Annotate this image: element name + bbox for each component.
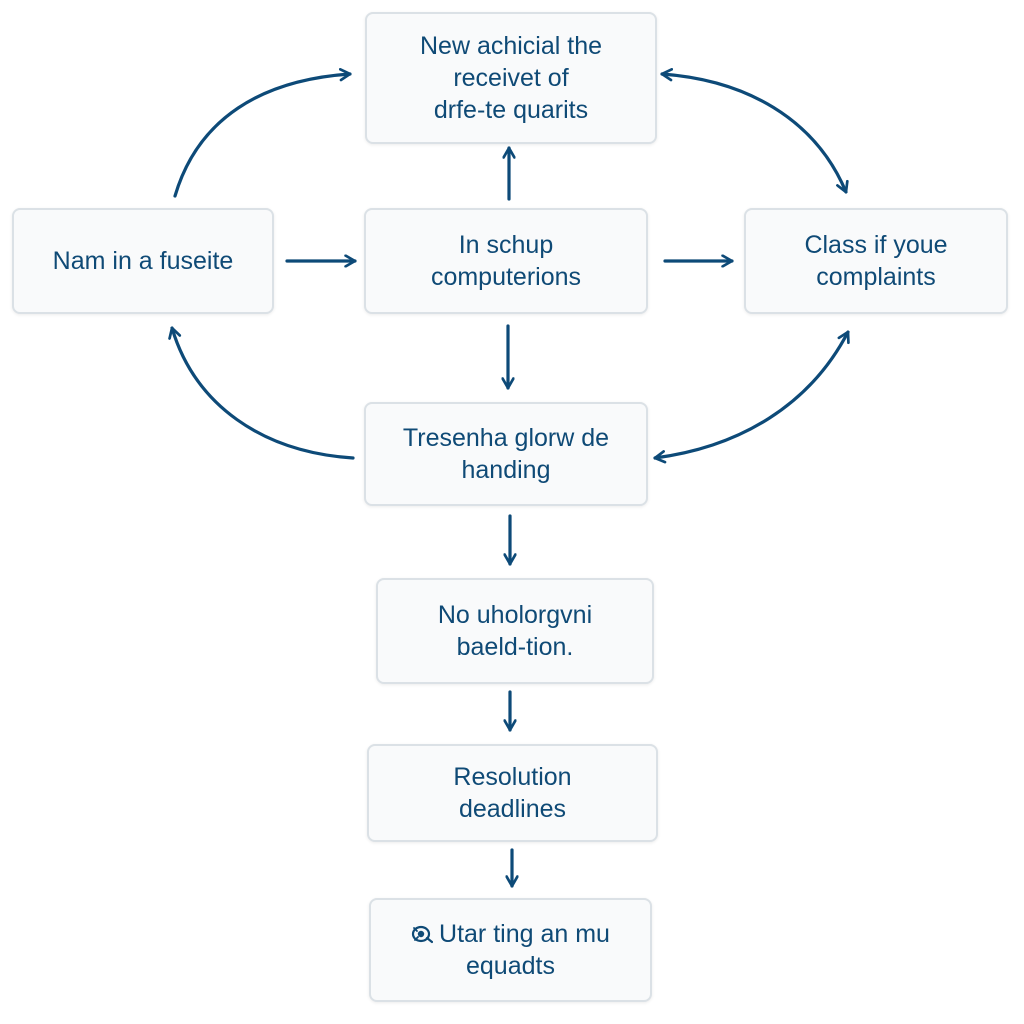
- node-text-line: Resolution: [453, 763, 572, 791]
- arrow-left-to-top: [173, 67, 352, 198]
- node-text-line: computerions: [430, 263, 582, 291]
- arrow-middle-to-left: [168, 326, 355, 460]
- node-text-line: Utar ting an mu: [411, 918, 610, 950]
- node-nam-in-a-fuseite: Nam in a fuseite: [12, 208, 274, 314]
- node-text-line: receivet of: [453, 64, 569, 92]
- node-text-line: Nam in a fuseite: [52, 247, 234, 275]
- node-text-line: deadlines: [458, 795, 566, 823]
- node-utar-ting: Utar ting an mu equadts: [369, 898, 652, 1002]
- arrow-top-right-double: [660, 67, 849, 194]
- node-text-line: complaints: [816, 263, 936, 291]
- node-text-line: drfe-te quarits: [433, 96, 589, 124]
- node-resolution-deadlines: Resolution deadlines: [367, 744, 658, 842]
- node-text-line: New achicial the: [419, 32, 603, 60]
- node-tresenha-glorw: Tresenha glorw de handing: [364, 402, 648, 506]
- node-text-line: handing: [461, 456, 551, 484]
- node-text-content: Utar ting an mu: [439, 920, 610, 948]
- node-text-line: baeld-tion.: [456, 633, 574, 661]
- node-text-line: equadts: [466, 952, 555, 980]
- node-text-line: Tresenha glorw de: [402, 424, 610, 452]
- node-new-achicial: New achicial the receivet of drfe-te qua…: [365, 12, 657, 144]
- lion-icon: [411, 925, 434, 944]
- arrow-right-middle-double: [653, 330, 850, 464]
- node-text-line: No uholorgvni: [437, 601, 593, 629]
- node-in-schup: In schup computerions: [364, 208, 648, 314]
- node-text-line: In schup: [458, 231, 554, 259]
- node-class-if-youe-complaints: Class if youe complaints: [744, 208, 1008, 314]
- node-text-line: Class if youe: [804, 231, 948, 259]
- node-no-uholorgvni: No uholorgvni baeld-tion.: [376, 578, 654, 684]
